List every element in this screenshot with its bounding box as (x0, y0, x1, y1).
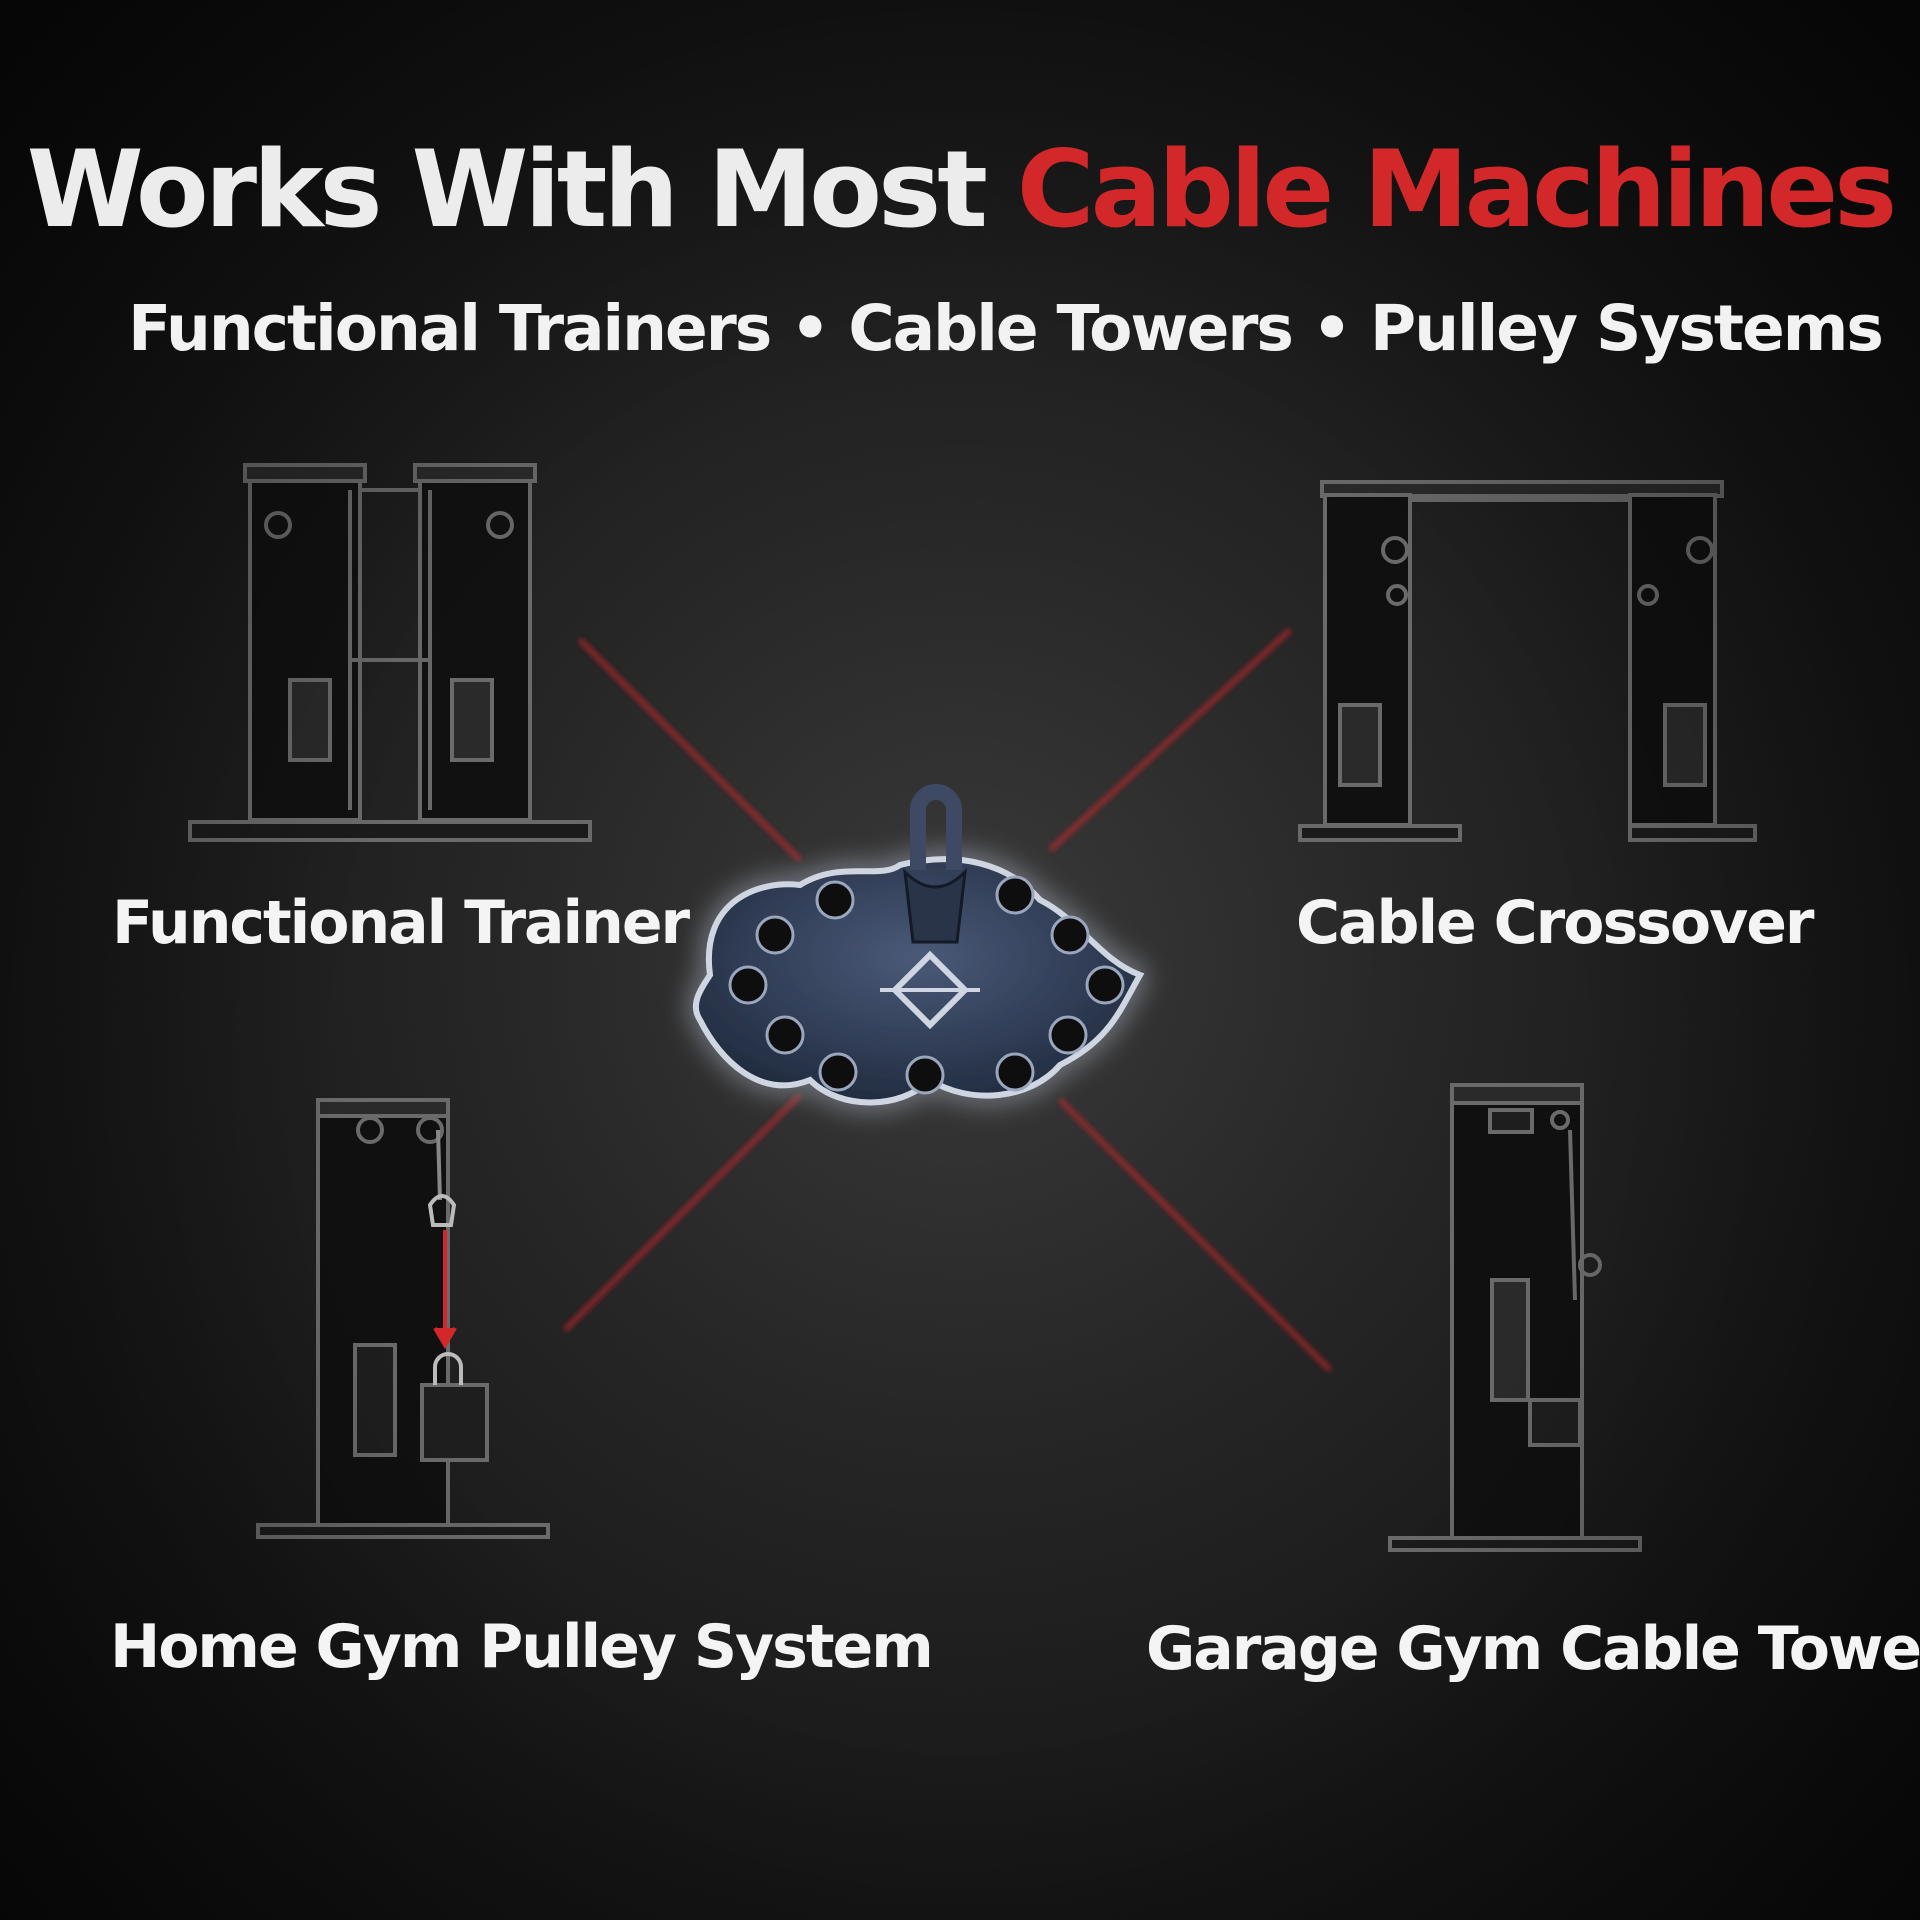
plate-anchor-icon (692, 784, 1145, 1106)
title-red: Cable Machines (1016, 128, 1897, 251)
cable-crossover-icon (1298, 480, 1757, 842)
subheadline: Functional Trainers • Cable Towers • Pul… (128, 292, 1884, 365)
title-white: Works With Most (26, 128, 1017, 251)
label-functional-trainer: Functional Trainer (112, 888, 690, 958)
functional-trainer-icon (188, 463, 592, 842)
page-title: Works With Most Cable Machines (0, 131, 1920, 249)
home-gym-pulley-icon (256, 1098, 550, 1539)
label-cable-tower: Garage Gym Cable Tower (1146, 1614, 1920, 1684)
label-cable-crossover: Cable Crossover (1296, 888, 1815, 958)
label-home-gym-pulley: Home Gym Pulley System (110, 1612, 934, 1682)
cable-tower-icon (1388, 1083, 1642, 1552)
